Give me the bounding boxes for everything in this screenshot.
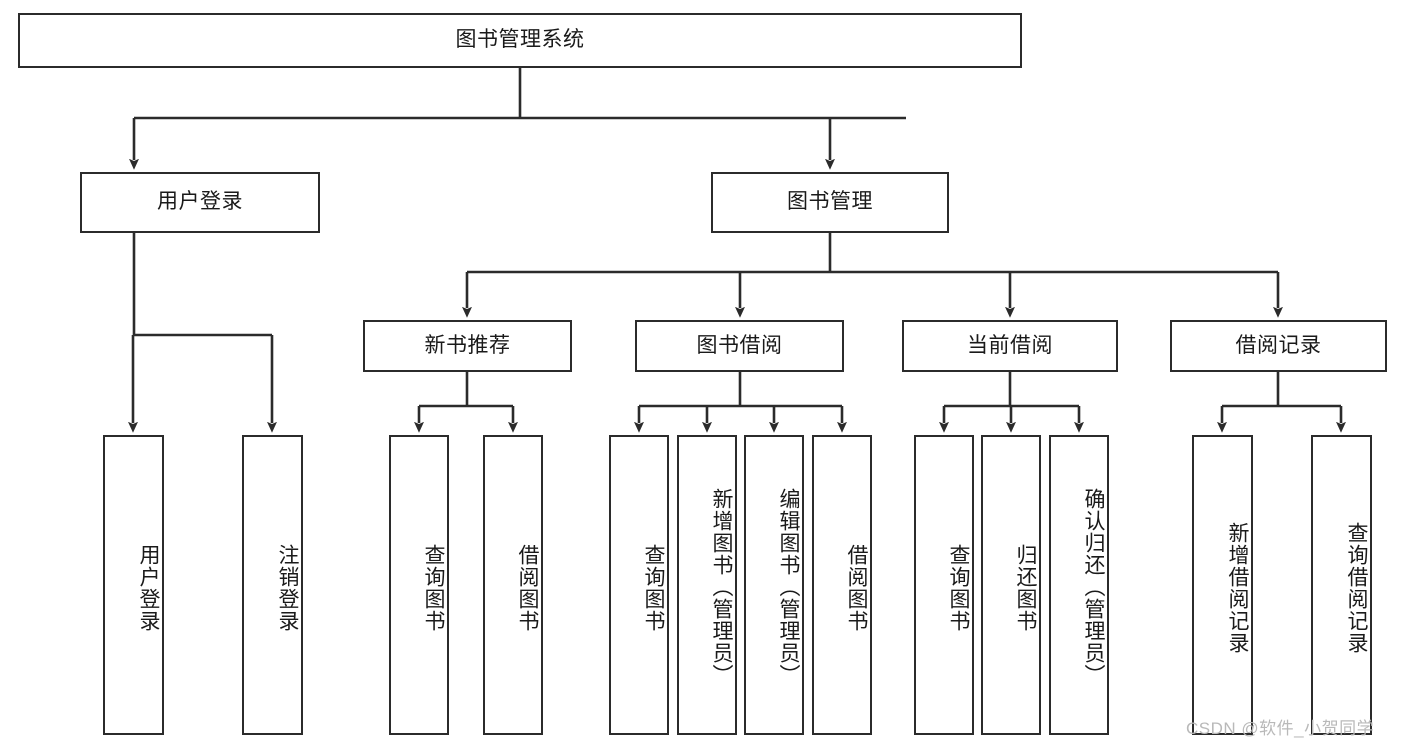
node-borrow-record[interactable]: 借阅记录 bbox=[1170, 320, 1387, 372]
node-book-management[interactable]: 图书管理 bbox=[711, 172, 949, 233]
node-leaf-borrow-book[interactable]: 借阅图书 bbox=[812, 435, 872, 735]
node-leaf-query-borrow-record[interactable]: 查询借阅记录 bbox=[1311, 435, 1372, 735]
node-current-borrow[interactable]: 当前借阅 bbox=[902, 320, 1118, 372]
node-new-book-recommend[interactable]: 新书推荐 bbox=[363, 320, 572, 372]
node-leaf-borrow-book-recommend[interactable]: 借阅图书 bbox=[483, 435, 543, 735]
node-leaf-query-book-borrow[interactable]: 查询图书 bbox=[609, 435, 669, 735]
node-user-login[interactable]: 用户登录 bbox=[80, 172, 320, 233]
node-leaf-edit-book-admin[interactable]: 编辑图书（管理员） bbox=[744, 435, 804, 735]
node-leaf-user-logout[interactable]: 注销登录 bbox=[242, 435, 303, 735]
node-book-borrow[interactable]: 图书借阅 bbox=[635, 320, 844, 372]
node-leaf-confirm-return-admin[interactable]: 确认归还（管理员） bbox=[1049, 435, 1109, 735]
node-leaf-add-borrow-record[interactable]: 新增借阅记录 bbox=[1192, 435, 1253, 735]
node-leaf-user-login[interactable]: 用户登录 bbox=[103, 435, 164, 735]
node-leaf-add-book-admin[interactable]: 新增图书（管理员） bbox=[677, 435, 737, 735]
node-leaf-return-book[interactable]: 归还图书 bbox=[981, 435, 1041, 735]
node-leaf-query-book-current[interactable]: 查询图书 bbox=[914, 435, 974, 735]
node-root-system[interactable]: 图书管理系统 bbox=[18, 13, 1022, 68]
watermark-text: CSDN @软件_小贺同学 bbox=[1186, 719, 1375, 738]
node-leaf-query-book-recommend[interactable]: 查询图书 bbox=[389, 435, 449, 735]
